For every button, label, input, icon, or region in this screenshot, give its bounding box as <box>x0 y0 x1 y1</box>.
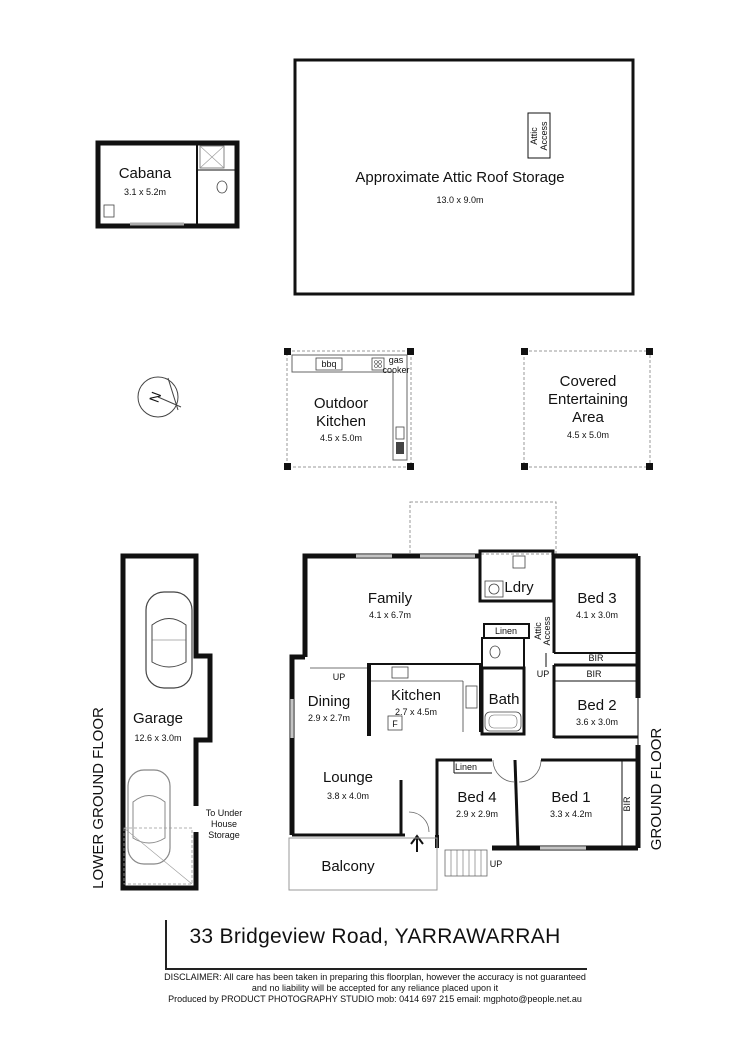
bbq-label: bbq <box>321 359 336 369</box>
attic-storage: Attic Access Approximate Attic Roof Stor… <box>293 58 635 296</box>
dining-dimensions: 2.9 x 2.7m <box>308 713 350 723</box>
lower-ground-floor-label: LOWER GROUND FLOOR <box>90 707 107 889</box>
attic-label: Approximate Attic Roof Storage <box>355 169 564 186</box>
bed1-bir-label: BIR <box>622 796 632 812</box>
north-compass: N <box>137 376 182 418</box>
kitchen-label: Kitchen <box>391 687 441 704</box>
address-frame <box>165 920 587 970</box>
bed2-dimensions: 3.6 x 3.0m <box>576 717 618 727</box>
ground-floor-label: GROUND FLOOR <box>648 728 665 851</box>
gas-label: gas <box>389 355 404 365</box>
north-letter: N <box>146 390 164 405</box>
bed2-bir-label: BIR <box>586 669 602 679</box>
kitchen-dimensions: 2.7 x 4.5m <box>395 707 437 717</box>
garage-dimensions: 12.6 x 3.0m <box>134 733 181 743</box>
covered-dimensions: 4.5 x 5.0m <box>567 430 609 440</box>
covered-label-line1: Covered <box>560 373 617 390</box>
bed1-label: Bed 1 <box>551 789 590 806</box>
bed3-dimensions: 4.1 x 3.0m <box>576 610 618 620</box>
attic-access-label-top: Attic <box>529 127 539 145</box>
garage-label: Garage <box>133 710 183 727</box>
cabana-label: Cabana <box>119 165 172 182</box>
bed4-label: Bed 4 <box>457 789 496 806</box>
property-address: 33 Bridgeview Road, YARRAWARRAH <box>189 925 561 948</box>
covered-label-line3: Area <box>572 409 604 426</box>
covered-label-line2: Entertaining <box>548 391 628 408</box>
car-icon <box>123 769 193 885</box>
under-house-storage-line2: House <box>211 819 237 829</box>
dining-label: Dining <box>308 693 351 710</box>
bed2-label: Bed 2 <box>577 697 616 714</box>
under-house-storage-line3: Storage <box>208 830 240 840</box>
main-house: Ldry Bed 3 4.1 x 3.0m BIR Linen Attic Ac… <box>288 501 641 891</box>
family-up-label: UP <box>333 672 346 682</box>
entry-steps: UP <box>444 849 503 877</box>
disclaimer-line3: Produced by PRODUCT PHOTOGRAPHY STUDIO m… <box>168 994 582 1004</box>
lounge-label: Lounge <box>323 769 373 786</box>
lounge-dimensions: 3.8 x 4.0m <box>327 791 369 801</box>
bath-label: Bath <box>489 691 520 708</box>
steps-up-label: UP <box>490 859 503 869</box>
disclaimer-line1: DISCLAIMER: All care has been taken in p… <box>164 972 586 982</box>
car-icon <box>145 591 193 689</box>
under-house-storage-line1: To Under <box>206 808 243 818</box>
hall-up-label: UP <box>537 669 550 679</box>
laundry-label: Ldry <box>504 579 534 596</box>
bed1-dimensions: 3.3 x 4.2m <box>550 809 592 819</box>
cooker-label: cooker <box>382 365 409 375</box>
outdoor-kitchen-dimensions: 4.5 x 5.0m <box>320 433 362 443</box>
linen-lower-label: Linen <box>455 762 477 772</box>
bed3-bir-label: BIR <box>588 653 604 663</box>
bed4-dimensions: 2.9 x 2.9m <box>456 809 498 819</box>
cabana-dimensions: 3.1 x 5.2m <box>124 187 166 197</box>
outdoor-kitchen-label-line1: Outdoor <box>314 395 368 412</box>
bed3-label: Bed 3 <box>577 590 616 607</box>
disclaimer-line2: and no liability will be accepted for an… <box>251 983 499 993</box>
family-dimensions: 4.1 x 6.7m <box>369 610 411 620</box>
outdoor-kitchen: bbq gas cooker Outdoor Kitchen 4.5 x 5.0… <box>284 348 414 470</box>
covered-entertaining-area: Covered Entertaining Area 4.5 x 5.0m <box>521 348 653 470</box>
fridge-label: F <box>392 719 398 729</box>
cabana: Cabana 3.1 x 5.2m <box>95 140 240 229</box>
balcony-label: Balcony <box>321 858 375 875</box>
hall-attic-access-line2: Access <box>542 616 552 646</box>
garage: Garage 12.6 x 3.0m To Under House Storag… <box>120 553 243 891</box>
family-label: Family <box>368 590 413 607</box>
attic-access-label-bottom: Access <box>539 121 549 151</box>
linen-upper-label: Linen <box>495 626 517 636</box>
outdoor-kitchen-label-line2: Kitchen <box>316 413 366 430</box>
hall-attic-access-line1: Attic <box>533 622 543 640</box>
attic-dimensions: 13.0 x 9.0m <box>436 195 483 205</box>
